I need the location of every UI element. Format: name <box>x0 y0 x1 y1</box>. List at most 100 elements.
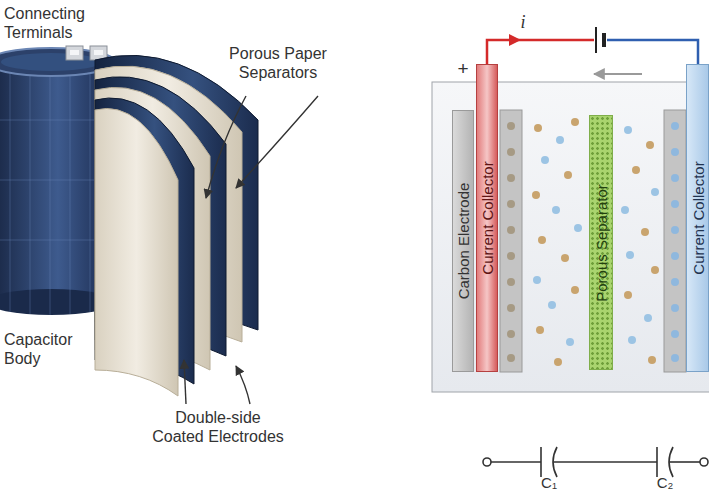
current-collector: Current Collector <box>476 64 498 372</box>
equivalent-circuit <box>553 461 657 463</box>
electrode-bars <box>500 110 686 372</box>
capacitor-cylinder <box>90 72 91 312</box>
capacitor-cylinder <box>30 74 31 314</box>
electrolyte-ions <box>651 266 659 274</box>
leader-arrows <box>184 96 318 404</box>
equivalent-circuit <box>700 458 708 466</box>
capacitor-cylinder <box>10 70 11 312</box>
electrolyte-ions <box>571 118 579 126</box>
leader-arrows <box>236 96 318 188</box>
electrolyte-ions <box>574 224 582 232</box>
cell-housing <box>432 82 709 392</box>
electrolyte-ions <box>534 124 542 132</box>
electrolyte-ions <box>641 228 649 236</box>
adsorbed-ions <box>671 226 679 234</box>
equivalent-circuit <box>540 447 542 477</box>
connecting-terminals <box>66 46 83 60</box>
equivalent-circuit <box>483 458 491 466</box>
electrode-sheets <box>95 108 178 396</box>
current-arrow <box>509 34 521 46</box>
adsorbed-ions <box>507 148 515 156</box>
adsorbed-ions <box>671 278 679 286</box>
negative-wire <box>607 40 698 64</box>
positive-wire <box>487 40 594 64</box>
electrolyte-ions <box>548 301 556 309</box>
electrolyte-ions <box>644 314 652 322</box>
electrolyte-ions <box>552 206 560 214</box>
porous-separator: Porous Separator <box>589 115 613 370</box>
part-label: Connecting Terminals <box>4 4 99 42</box>
part-label: Porous Paper Separators <box>222 44 334 82</box>
current-symbol: i <box>516 12 530 34</box>
electrolyte-ions <box>646 141 654 149</box>
adsorbed-ions <box>507 174 515 182</box>
adsorbed-ions <box>507 304 515 312</box>
capacitor-label: C₁ <box>536 474 562 492</box>
node-label: Carbon Electrode <box>456 183 471 300</box>
carbon-electrode: Carbon Electrode <box>452 110 474 372</box>
electrolyte-ions <box>626 251 634 259</box>
capacitor-cylinder <box>70 75 71 314</box>
node-label: Porous Separator <box>594 184 609 302</box>
adsorbed-ions <box>671 304 679 312</box>
adsorbed-ions <box>507 252 515 260</box>
electrolyte-ions <box>536 326 544 334</box>
part-label: Double-side Coated Electrodes <box>149 408 287 446</box>
electrolyte-ions <box>566 338 574 346</box>
adsorbed-ions <box>507 200 515 208</box>
electrolyte-ions <box>556 136 564 144</box>
capacitor-label: C₂ <box>652 474 678 492</box>
equivalent-circuit <box>491 461 541 463</box>
leader-arrows <box>236 366 250 404</box>
adsorbed-ions <box>671 330 679 338</box>
equivalent-circuit <box>483 447 708 477</box>
adsorbed-ions <box>671 200 679 208</box>
battery-symbol <box>595 27 597 53</box>
electrolyte-ions <box>533 276 541 284</box>
adsorbed-ions <box>507 354 515 362</box>
electrolyte-ions <box>621 206 629 214</box>
electrolyte-ions <box>571 286 579 294</box>
electrode-bars <box>664 110 686 372</box>
adsorbed-ions <box>671 148 679 156</box>
adsorbed-ions <box>671 174 679 182</box>
adsorbed-ions <box>507 122 515 130</box>
connecting-terminals <box>70 50 79 55</box>
electrolyte-ions <box>628 336 636 344</box>
node-label: Current Collector <box>480 161 495 274</box>
current-collector: Current Collector <box>686 64 709 372</box>
electrolyte-ions <box>564 171 572 179</box>
electrolyte-ions <box>561 254 569 262</box>
part-label: Capacitor Body <box>4 330 88 368</box>
electrolyte-ions <box>624 126 632 134</box>
leader-arrows <box>184 360 186 404</box>
adsorbed-ions <box>507 330 515 338</box>
electrolyte-ions <box>541 156 549 164</box>
equivalent-circuit <box>656 447 658 477</box>
electrode-sheets <box>95 55 258 396</box>
battery-symbol <box>602 33 606 47</box>
connecting-terminals <box>94 50 103 55</box>
electrolyte-ions <box>554 358 562 366</box>
flow-arrow <box>594 73 642 75</box>
connecting-terminals <box>66 46 107 60</box>
electrode-bars <box>500 110 522 372</box>
capacitor-cylinder <box>1 53 101 71</box>
adsorbed-ions <box>507 226 515 234</box>
electrolyte-ions <box>632 166 640 174</box>
battery-symbol <box>596 27 604 53</box>
capacitor-cylinder <box>50 76 51 315</box>
node-label: Current Collector <box>690 161 705 274</box>
electrolyte-ions <box>651 188 659 196</box>
electrolyte-ions <box>532 191 540 199</box>
electrolyte-ions <box>624 291 632 299</box>
adsorbed-ions <box>507 278 515 286</box>
polarity-sign: + <box>455 58 471 81</box>
electrolyte-ions <box>648 356 656 364</box>
adsorbed-ions <box>671 354 679 362</box>
adsorbed-ions <box>671 122 679 130</box>
equivalent-circuit <box>669 461 700 463</box>
electrolyte-ions <box>538 236 546 244</box>
